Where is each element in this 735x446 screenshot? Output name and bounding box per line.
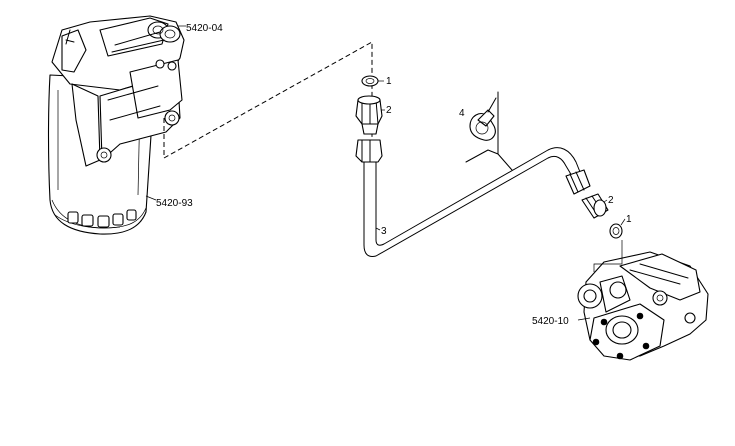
union-fitting-bottom	[581, 193, 609, 219]
label-clip: 4	[459, 108, 465, 119]
leader-filter-body	[145, 195, 157, 201]
fuel-filter-assembly	[47, 15, 186, 235]
union-fitting-top	[355, 95, 383, 135]
label-filter-head: 5420-04	[186, 23, 223, 34]
pump-inlet-bracket	[593, 240, 623, 272]
label-fitting-bottom: 2	[608, 195, 614, 206]
fuel-pump	[577, 251, 709, 361]
connection-line-filter-to-pipe	[163, 41, 373, 159]
label-seal-top: 1	[386, 76, 392, 87]
label-pump: 5420-10	[532, 316, 569, 327]
label-pipe: 3	[381, 226, 387, 237]
pipe-clip	[469, 97, 497, 141]
clip-leader-bracket	[465, 91, 513, 171]
seal-ring-top	[361, 75, 379, 87]
leader-fitting-bottom	[603, 199, 608, 203]
leader-seal-bottom	[620, 218, 626, 226]
label-seal-bottom: 1	[626, 214, 632, 225]
label-fitting-top: 2	[386, 105, 392, 116]
filter-head	[51, 15, 185, 167]
leader-pipe	[375, 227, 381, 231]
label-filter-body: 5420-93	[156, 198, 193, 209]
leader-pump	[577, 317, 591, 321]
fuel-pipe	[355, 139, 591, 257]
seal-ring-bottom	[609, 223, 623, 239]
